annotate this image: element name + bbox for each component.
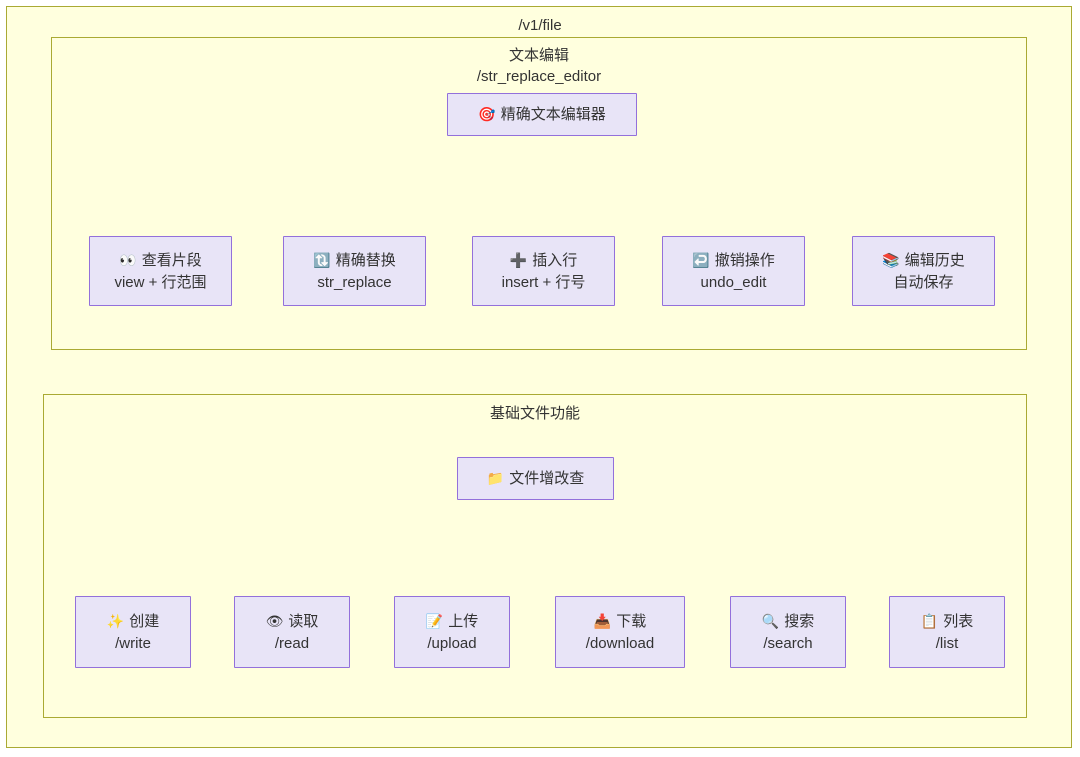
node-insert-line-line2: insert + 行号 xyxy=(501,273,586,291)
node-edit-history-line1: 编辑历史 xyxy=(904,251,965,269)
books-icon: 📚 xyxy=(882,251,900,268)
node-insert-line-line1: 插入行 xyxy=(532,251,578,269)
node-download-line1: 下载 xyxy=(616,612,647,630)
node-list[interactable]: 📋列表 /list xyxy=(889,596,1005,668)
inbox-tray-icon: 📥 xyxy=(593,612,612,629)
node-search-line1: 搜索 xyxy=(784,612,815,630)
node-undo-edit[interactable]: ↩️撤销操作 undo_edit xyxy=(662,236,805,306)
eyes-icon: 👀 xyxy=(119,251,137,268)
folder-icon: 📁 xyxy=(486,470,505,486)
node-list-line1: 列表 xyxy=(943,612,974,630)
section-text-edit-title: 文本编辑 xyxy=(508,47,569,64)
node-insert-line[interactable]: ➕插入行 insert + 行号 xyxy=(472,236,615,306)
plus-icon: ➕ xyxy=(509,251,528,268)
node-str-replace-line2: str_replace xyxy=(317,273,392,291)
root-title: /v1/file xyxy=(518,17,562,34)
section-text-edit-subtitle: /str_replace_editor xyxy=(476,68,602,85)
undo-arrow-icon: ↩️ xyxy=(692,251,710,268)
node-undo-edit-line2: undo_edit xyxy=(700,273,767,291)
dart-target-icon: 🎯 xyxy=(478,106,496,122)
node-precise-text-editor[interactable]: 🎯精确文本编辑器 xyxy=(447,93,637,136)
node-download-line2: /download xyxy=(585,634,655,652)
node-edit-history[interactable]: 📚编辑历史 自动保存 xyxy=(852,236,995,306)
node-upload-line2: /upload xyxy=(427,634,477,652)
node-edit-history-line2: 自动保存 xyxy=(893,273,954,291)
node-view-snippet-line1: 查看片段 xyxy=(141,251,202,269)
node-upload-line1: 上传 xyxy=(448,612,479,630)
sparkles-icon: ✨ xyxy=(106,612,125,629)
node-undo-edit-line1: 撤销操作 xyxy=(714,251,775,269)
node-precise-text-editor-line1: 🎯精确文本编辑器 xyxy=(478,103,605,126)
magnifier-icon: 🔍 xyxy=(761,612,780,629)
node-view-snippet[interactable]: 👀查看片段 view + 行范围 xyxy=(89,236,232,306)
node-download[interactable]: 📥下载 /download xyxy=(555,596,685,668)
node-write-line1: 创建 xyxy=(129,612,160,630)
node-write-line2: /write xyxy=(115,634,151,652)
node-str-replace-line1: 精确替换 xyxy=(335,251,396,269)
node-view-snippet-line2: view + 行范围 xyxy=(114,273,207,291)
arrows-clockwise-vertical-icon: 🔃 xyxy=(313,251,331,268)
node-list-line2: /list xyxy=(935,634,959,652)
section-file-basic: 基础文件功能 xyxy=(43,394,1027,718)
section-file-basic-title: 基础文件功能 xyxy=(489,405,580,422)
node-search[interactable]: 🔍搜索 /search xyxy=(730,596,846,668)
node-precise-text-editor-label: 精确文本编辑器 xyxy=(500,106,606,123)
node-search-line2: /search xyxy=(763,634,813,652)
node-file-crud-label: 文件增改查 xyxy=(509,470,585,487)
node-file-crud[interactable]: 📁文件增改查 xyxy=(457,457,614,500)
memo-icon: 📝 xyxy=(425,612,444,629)
node-read-line1: 读取 xyxy=(288,612,319,630)
node-write[interactable]: ✨创建 /write xyxy=(75,596,191,668)
node-read-line2: /read xyxy=(274,634,310,652)
clipboard-icon: 📋 xyxy=(920,612,939,629)
node-upload[interactable]: 📝上传 /upload xyxy=(394,596,510,668)
node-read[interactable]: 👁读取 /read xyxy=(234,596,350,668)
eye-icon: 👁 xyxy=(265,612,284,629)
node-str-replace[interactable]: 🔃精确替换 str_replace xyxy=(283,236,426,306)
